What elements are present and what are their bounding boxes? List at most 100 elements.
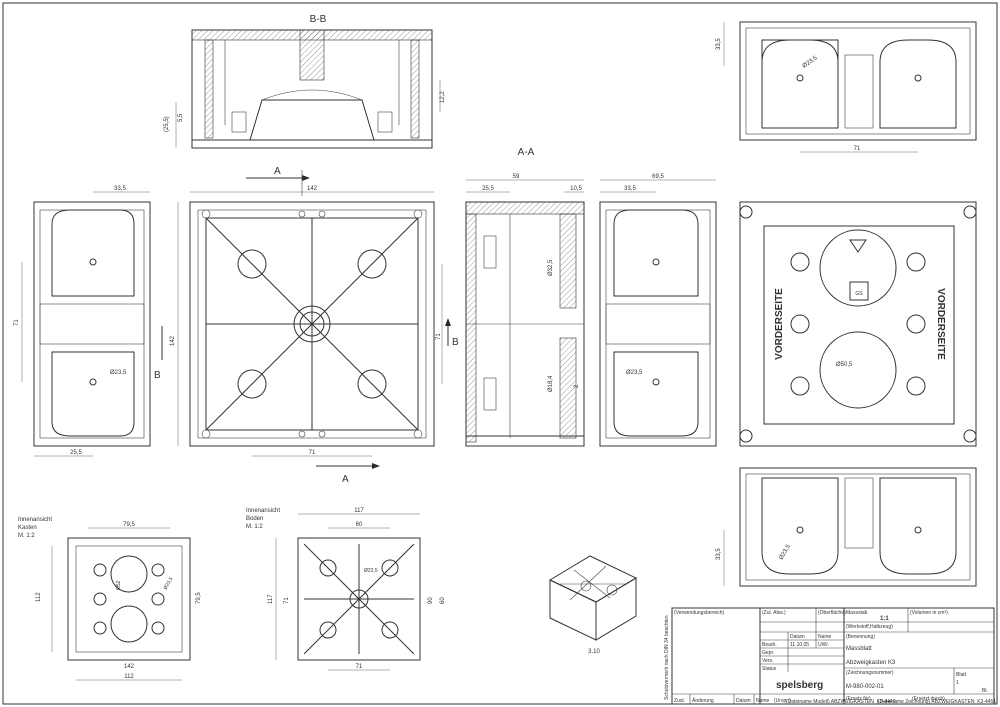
tb-datum2: Datum [736,698,751,704]
front-text-right: VORDERSEITE [935,288,946,360]
dim-aa-r: 10,5 [570,186,582,192]
tb-name: Name [818,634,832,640]
plan-view: 142 142 71 71 [170,186,443,457]
inner-box-scale: M. 1:2 [18,533,35,539]
dim-aa-d1: Ø32,5 [548,259,554,276]
tb-ersatz: (Ersatz für) [846,696,871,702]
dim-if-d1: Ø23,5 [364,568,378,574]
dim-bb-h3: (25,5) [164,116,170,132]
tb-modell: (Dateiname Modell) ABZWEIGKASTEN_K3-4449 [786,699,896,705]
tb-bearb-date: 11.10.05 [790,642,809,648]
dim-ib-d1: Ø52 [116,580,122,590]
dim-plan-b: 71 [309,450,316,456]
tb-datum: Datum [790,634,805,640]
dim-bb-h1: 12,2 [440,91,446,103]
dim-aa-s: 2 [574,384,580,388]
dim-aa-d2: Ø18,4 [548,375,554,392]
section-aa-view: A-A 59 25,5 10,5 Ø32,5 Ø18,4 2 [465,147,585,447]
tb-name2: Name [756,698,770,704]
dim-if-h2: 71 [284,597,290,604]
dim-br-h: 33,5 [716,548,722,560]
dim-if-w3: 71 [356,664,363,670]
front-text-left: VORDERSEITE [774,288,785,360]
inner-box-line1: Innenansicht [18,517,52,523]
tb-volumen: (Volumen in cm³) [910,610,948,616]
dim-ib-w3: 112 [124,674,134,680]
dim-left-h: 71 [14,319,20,326]
tb-vers: Vers. [762,658,773,664]
tb-massstab: Massstab [846,610,868,616]
tb-zul-abw: (Zul. Abw.) [762,610,786,616]
dim-if-r1: 90 [428,597,434,604]
section-arrows: A A B B [154,166,459,485]
dim-rs-top: 69,5 [652,174,664,180]
isometric-view: 3.10 [548,555,638,655]
dim-bb-h2: 5,5 [178,113,184,122]
dim-tr-d: Ø23,5 [802,55,819,70]
dim-left-bot: 25,5 [70,450,82,456]
dim-tr-h: 33,5 [716,38,722,50]
dim-if-w2: 60 [356,522,363,528]
dim-ib-w2: 142 [124,664,135,670]
section-arrow-a-top: A [274,166,281,177]
tb-drawing-no: M-980-002-01 [846,684,884,690]
tb-logo: spelsberg [776,680,823,691]
section-arrow-b-right: B [452,337,459,348]
dim-br-d: Ø23,5 [779,543,793,561]
tb-urspr: (Urspr.) [774,698,791,704]
right-side-view: 69,5 33,5 Ø23,5 [599,174,717,447]
dim-if-w: 117 [354,508,364,514]
tb-aenderung: Änderung [692,697,714,704]
dim-plan-h: 142 [170,335,176,346]
front-view: GS VORDERSEITE VORDERSEITE Ø50,5 [739,201,977,447]
dim-tr-w: 71 [854,146,861,152]
dim-left-d: Ø23,5 [110,370,127,376]
tb-ersetzt: (Ersetzt durch) [912,696,945,702]
inner-floor-view: Innenansicht Boden M. 1:2 117 60 71 117 … [246,508,446,671]
section-arrow-a-bottom: A [342,474,349,485]
tb-zust: Zust. [674,698,685,704]
section-bb-view: B-B 12,2 5,5 (25,5) [164,14,446,149]
tb-bearb-name: UW/. [818,642,829,648]
dim-if-r2: 60 [440,597,446,604]
tb-blatt: Blatt [956,672,967,678]
tb-gepr: Gepr. [762,650,774,656]
tb-zeichnungsnummer: (Zeichnungsnummer) [846,670,894,676]
tb-verwendung: (Verwendungsbereich) [674,610,724,616]
dim-ib-w: 79,5 [123,522,135,528]
inner-floor-line1: Innenansicht [246,508,280,514]
tb-oberflaeche: (Oberfläche) [818,610,846,616]
tb-title2: Abzweigkasten K3 [846,660,896,666]
title-block: (Verwendungsbereich) (Zul. Abw.) (Oberfl… [664,607,996,705]
dim-aa-top: 59 [513,174,520,180]
section-bb-label: B-B [310,14,327,25]
dim-plan-r: 71 [436,333,442,340]
tb-blatt-no: 1 [956,680,959,686]
bottom-right-view: Ø23,5 33,5 [716,467,977,587]
tb-title1: Massblatt [846,646,872,652]
inner-floor-line2: Boden [246,516,263,522]
dim-ib-h: 112 [36,592,42,602]
tb-benennung: (Benennung) [846,634,875,640]
dim-aa-l: 25,5 [482,186,494,192]
tb-werkstoff: (Werkstoff,Halbzeug) [846,624,893,630]
dim-rs-d: Ø23,5 [626,370,643,376]
dim-ib-h2: 79,5 [196,592,202,604]
tb-schutz: Schutzvermerk nach DIN 34 beachten [664,615,670,700]
tb-scale: 1:1 [880,616,889,622]
tb-bearb: Bearb. [762,642,777,648]
section-aa-label: A-A [518,147,535,158]
tb-status: Status [762,666,777,672]
section-arrow-b-left: B [154,370,161,381]
dim-left-top: 33,5 [114,186,126,192]
dim-plan-w: 142 [307,186,318,192]
dim-front-d: Ø50,5 [836,362,853,368]
dim-if-h: 117 [268,594,274,604]
tb-zeichnung: (Dateiname Zeichnung) ABZWEIGKASTEN_K3-4… [878,699,996,705]
left-side-view: 33,5 71 Ø23,5 25,5 [14,186,151,457]
dim-rs-l: 33,5 [624,186,636,192]
svg-text:GS: GS [855,291,863,297]
